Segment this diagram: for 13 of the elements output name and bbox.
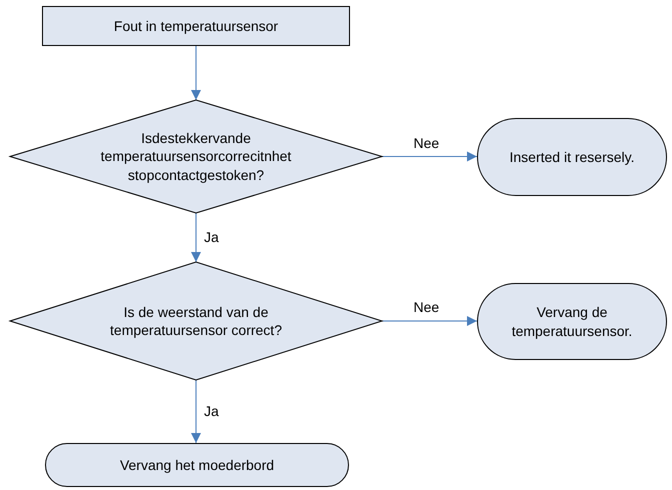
arrow <box>382 152 478 162</box>
arrow <box>382 316 478 326</box>
node-text: Isdestekkervande temperatuursensorcorrecitnhet stopcontactgestoken? <box>100 129 292 184</box>
terminal-box <box>45 443 349 487</box>
arrow <box>191 212 201 262</box>
node-text: Vervang het moederbord <box>120 456 274 474</box>
node-text: Fout in temperatuursensor <box>114 16 278 36</box>
node-text: Vervang de temperatuursensor. <box>510 303 634 340</box>
arrow <box>191 380 201 444</box>
node-text: Is de weerstand van de temperatuursensor correct? <box>109 302 283 340</box>
arrow <box>191 46 201 100</box>
process-box <box>42 6 350 46</box>
node-text: Inserted it resersely. <box>509 148 634 166</box>
